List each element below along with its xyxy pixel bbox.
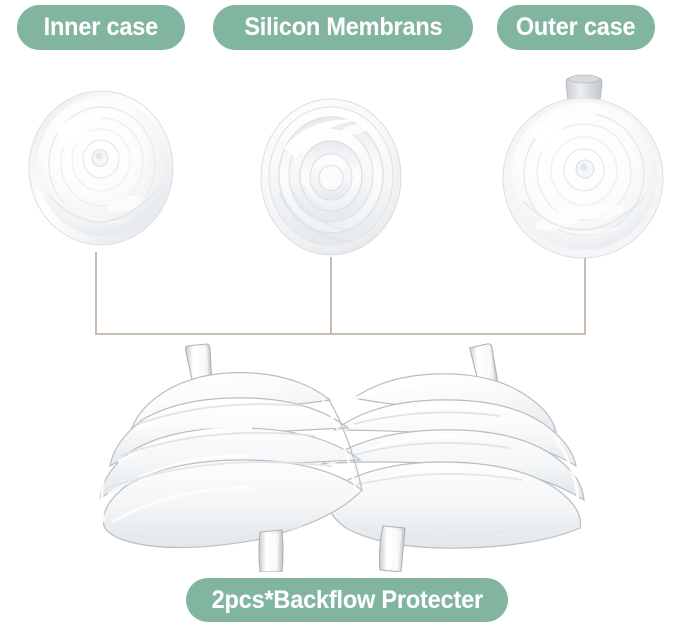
callout-label-outer-case: Outer case bbox=[497, 5, 655, 50]
assembly-label-text: 2pcs*Backflow Protecter bbox=[211, 585, 483, 614]
connector-line-inner-case bbox=[95, 252, 97, 335]
connector-line-silicon-membrans bbox=[330, 257, 332, 335]
callout-label-silicon-membrans: Silicon Membrans bbox=[213, 5, 473, 50]
product-image-silicon-membrans bbox=[258, 96, 406, 262]
callout-label-text: Outer case bbox=[516, 13, 636, 41]
connector-line-outer-case bbox=[584, 258, 586, 335]
product-image-outer-case bbox=[494, 70, 674, 262]
callout-label-text: Inner case bbox=[43, 13, 159, 41]
callout-label-inner-case: Inner case bbox=[17, 5, 185, 50]
product-image-inner-case bbox=[22, 84, 182, 256]
product-image-assembled-backflow-protectors bbox=[86, 340, 596, 572]
connector-line-horizontal bbox=[95, 333, 586, 335]
callout-label-text: Silicon Membrans bbox=[243, 13, 443, 41]
assembly-label-backflow-protecter: 2pcs*Backflow Protecter bbox=[186, 578, 508, 622]
